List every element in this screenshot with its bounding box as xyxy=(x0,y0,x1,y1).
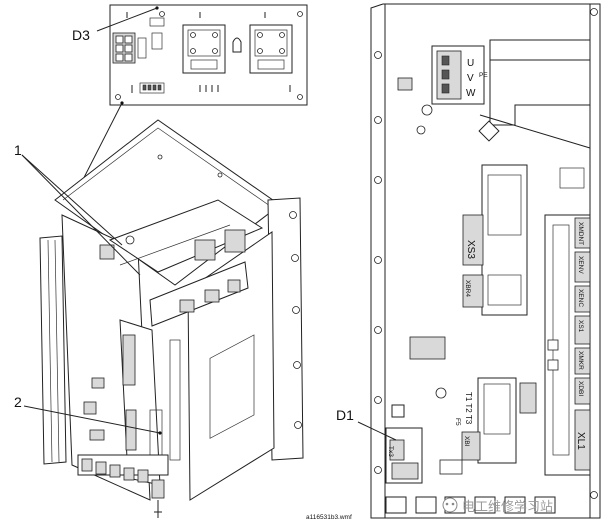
d3-pcb-drawing xyxy=(96,4,308,106)
label-xbr4: XBR4 xyxy=(464,280,471,297)
label-pe-symbol: PE xyxy=(479,72,488,79)
figure-id: a116531b3.wmf xyxy=(306,514,352,521)
label-xenc: XENC xyxy=(577,289,584,307)
callout-2: 2 xyxy=(14,394,22,410)
label-xdbi: XDBI xyxy=(577,381,584,396)
label-f5: F5 xyxy=(454,418,461,426)
callout-d3: D3 xyxy=(72,27,90,43)
watermark-text: 电工维修学习站 xyxy=(462,499,553,515)
callout-1: 1 xyxy=(14,142,22,158)
label-xmkr: XMKR xyxy=(577,351,584,370)
drive-assembly-isometric xyxy=(21,119,304,518)
label-xbi: XBI xyxy=(463,436,470,447)
label-xenv: XENV xyxy=(577,256,584,274)
label-t-block: T1 T2 T3 xyxy=(464,392,473,425)
label-xl1: XL1 xyxy=(575,432,586,450)
label-w: W xyxy=(466,88,476,99)
label-tx3: Tx3 xyxy=(387,446,394,457)
callout-d1: D1 xyxy=(336,407,354,423)
label-xmdnt: XMDNT xyxy=(577,222,584,245)
front-view-board xyxy=(357,3,601,519)
watermark: 电工维修学习站 xyxy=(442,497,553,515)
label-v: V xyxy=(467,73,474,84)
label-xs3: XS3 xyxy=(465,240,476,259)
label-xs1: XS1 xyxy=(577,320,584,333)
label-u: U xyxy=(467,58,474,69)
